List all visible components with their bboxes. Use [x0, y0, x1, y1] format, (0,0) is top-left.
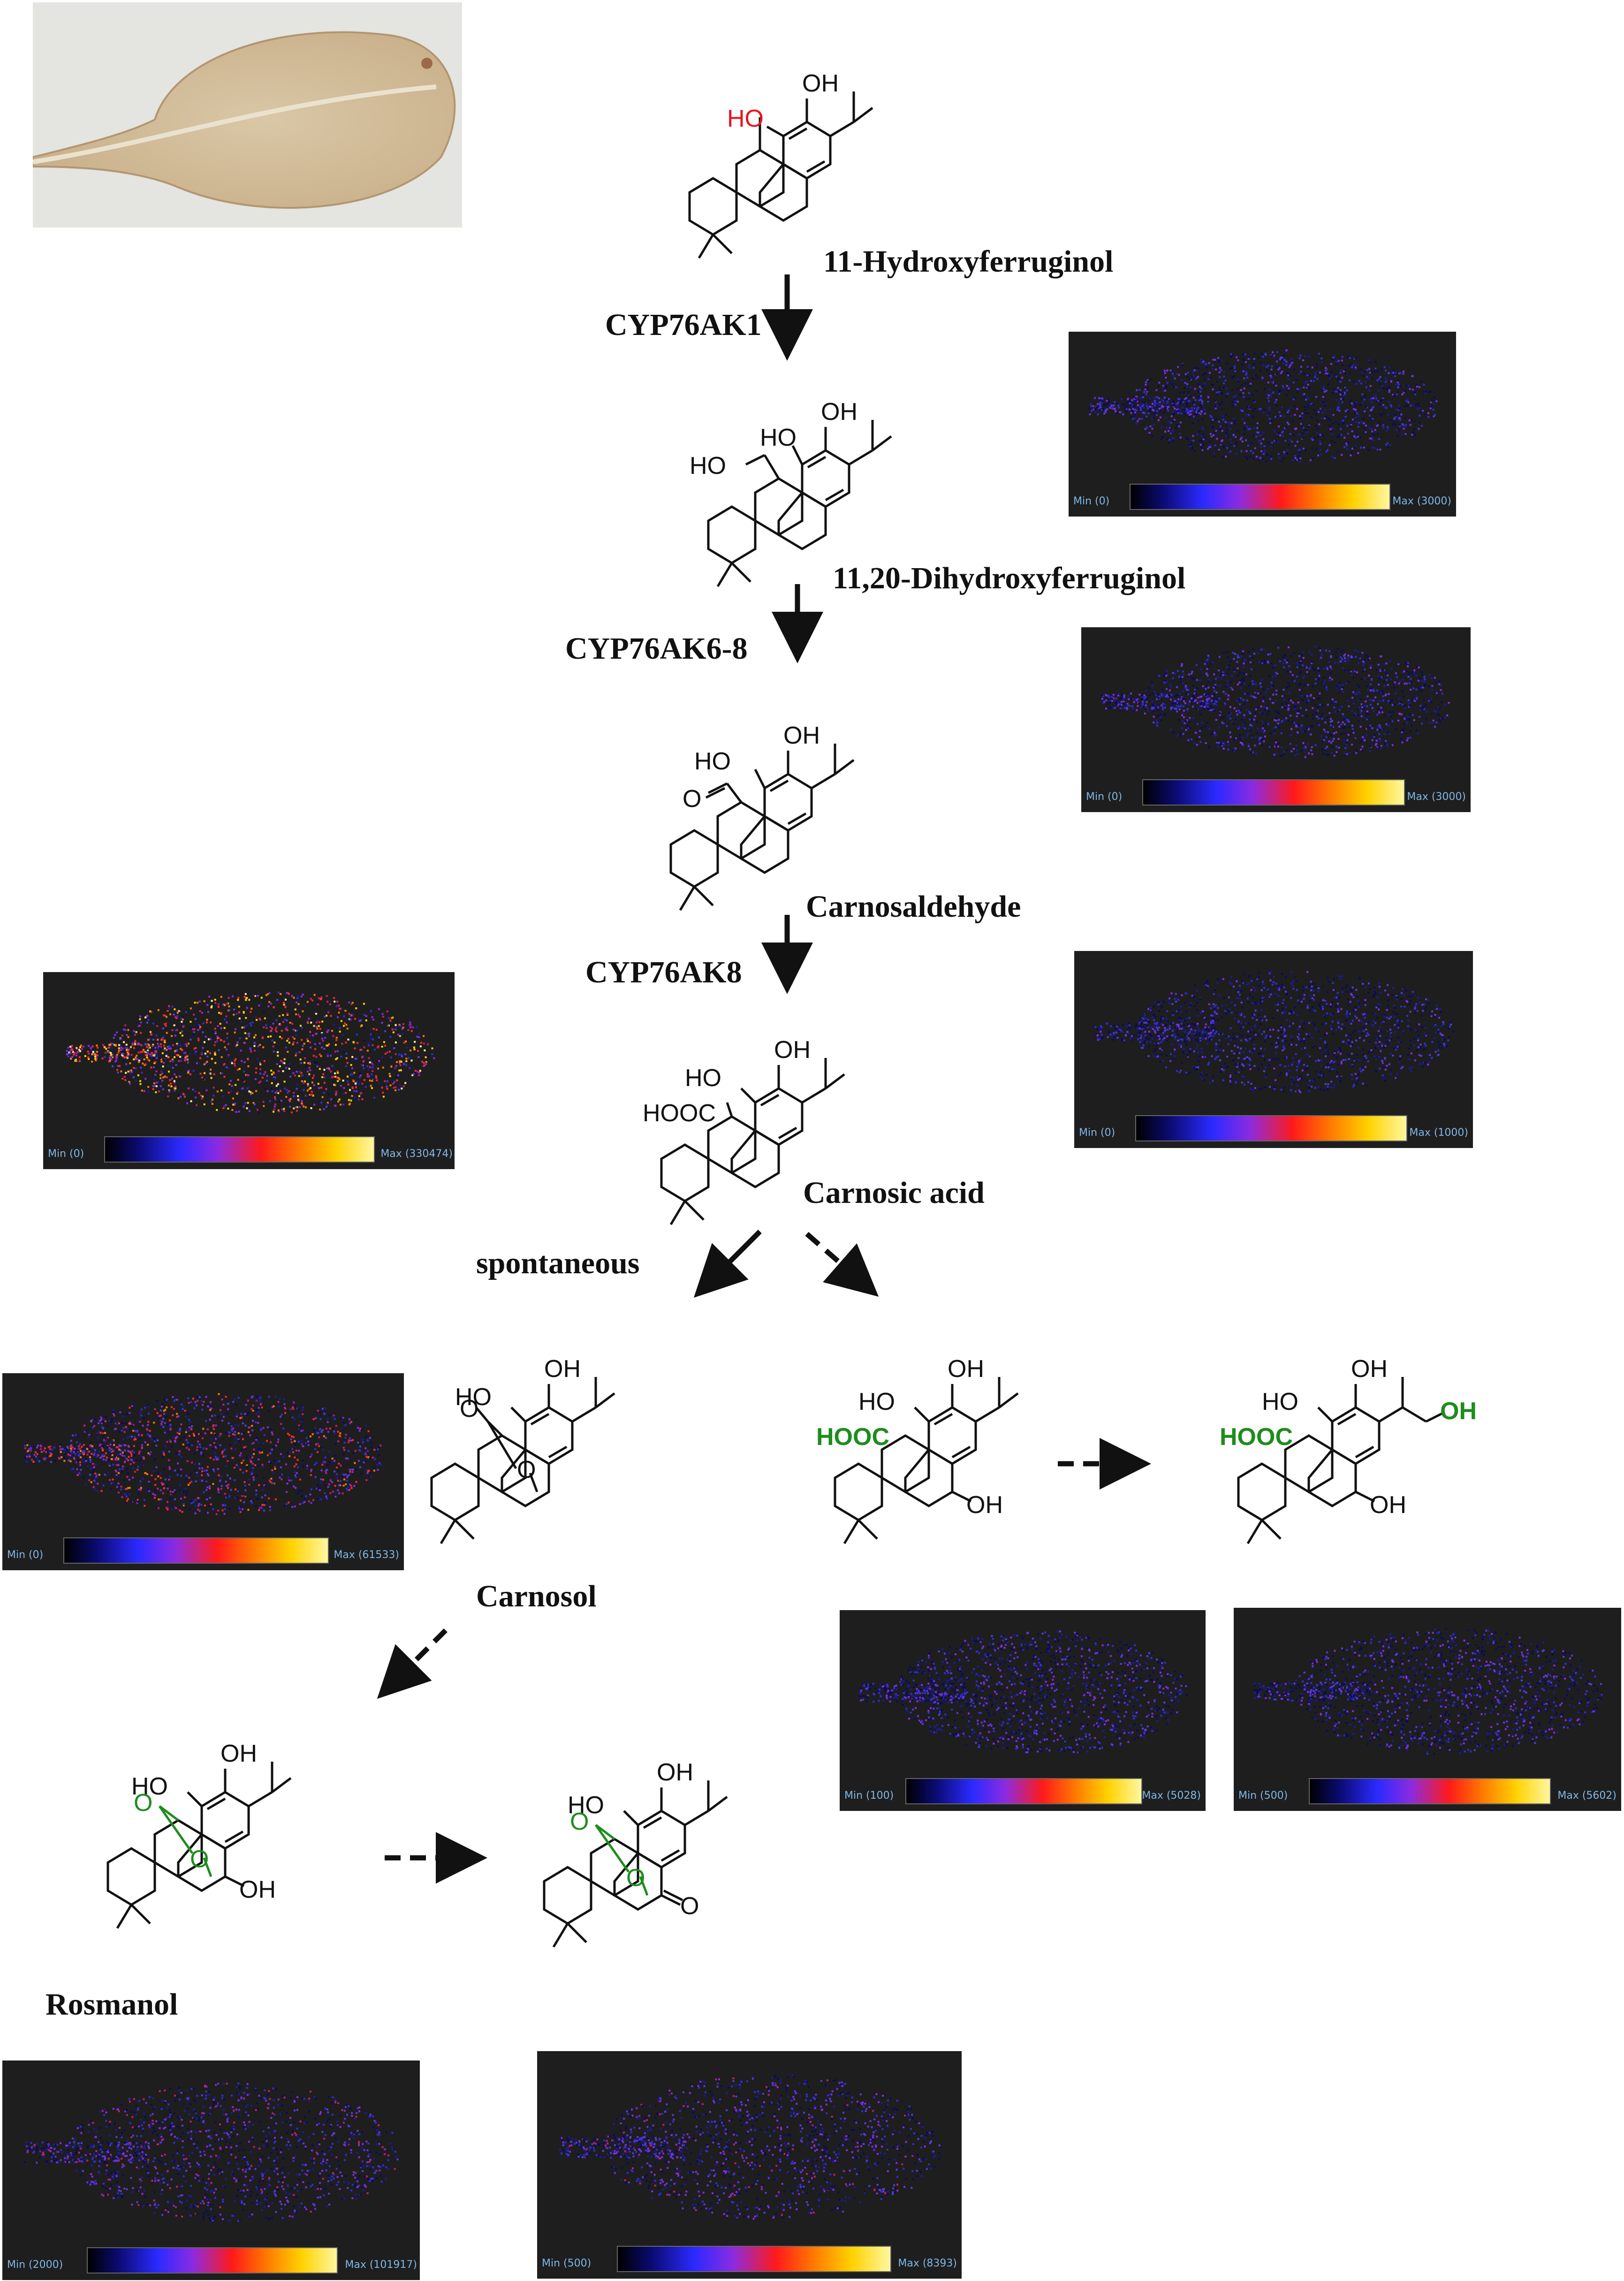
svg-text:OH: OH	[774, 1036, 811, 1064]
enzyme-label-cyp76ak1: CYP76AK1	[605, 308, 762, 342]
colorbar	[104, 1136, 375, 1163]
colorbar	[87, 2247, 338, 2273]
svg-text:O: O	[626, 1864, 645, 1892]
svg-text:OH: OH	[220, 1740, 257, 1767]
colorbar-min-label: Min (0)	[7, 1549, 44, 1561]
svg-text:OH: OH	[966, 1491, 1003, 1519]
structure-carnosic-acid: OH HO HOOC	[643, 1036, 845, 1225]
colorbar-max-label: Max (1000)	[1409, 1127, 1468, 1139]
leaf-photo	[32, 2, 462, 228]
enzyme-label-cyp76ak8: CYP76AK8	[585, 955, 742, 989]
svg-text:OH: OH	[802, 70, 839, 97]
svg-text:O: O	[683, 785, 701, 813]
msi-image-carnosaldehyde: Min (0) Max (1000)	[1074, 951, 1473, 1148]
colorbar-max-label: Max (3000)	[1407, 791, 1466, 803]
svg-text:HO: HO	[727, 105, 764, 132]
colorbar-max-label: Max (101917)	[345, 2259, 417, 2271]
colorbar-max-label: Max (330474)	[380, 1148, 453, 1160]
colorbar-max-label: Max (3000)	[1392, 495, 1451, 507]
msi-image-rosmanol-ketone: Min (500) Max (8393)	[537, 2051, 962, 2279]
svg-text:HOOC: HOOC	[643, 1100, 716, 1127]
svg-text:O: O	[680, 1893, 699, 1920]
colorbar-max-label: Max (5602)	[1557, 1790, 1616, 1802]
msi-image-carnosol: Min (0) Max (61533)	[2, 1373, 404, 1570]
svg-text:O: O	[460, 1395, 478, 1422]
svg-text:HO: HO	[568, 1792, 604, 1819]
colorbar-min-label: Min (2000)	[7, 2259, 63, 2271]
svg-text:HOOC: HOOC	[1220, 1423, 1293, 1451]
svg-text:OH: OH	[948, 1355, 984, 1383]
msi-image-11-hydroxyferruginol: Min (0) Max (3000)	[1069, 332, 1456, 517]
svg-text:O: O	[190, 1846, 209, 1873]
msi-image-carnosic-acid: Min (0) Max (330474)	[43, 972, 455, 1169]
structure-11-20-dihydroxyferruginol: OH HO HO	[690, 398, 892, 587]
msi-image-7-hydroxy-carnosic-acid: Min (100) Max (5028)	[840, 1610, 1206, 1811]
structure-7-hydroxy-carnosic-acid: OH HO HOOC OH	[816, 1355, 1019, 1544]
label-spontaneous: spontaneous	[476, 1246, 640, 1280]
msi-image-rosmanol: Min (2000) Max (101917)	[2, 2061, 420, 2280]
svg-text:OH: OH	[783, 722, 820, 749]
structure-dihydroxy-carnosic-acid: OH HO HOOC OH OH	[1220, 1355, 1477, 1544]
svg-text:HO: HO	[690, 452, 726, 479]
compound-label-11-hydroxyferruginol: 11-Hydroxyferruginol	[823, 244, 1114, 279]
colorbar-min-label: Min (0)	[1079, 1127, 1116, 1139]
colorbar-max-label: Max (5028)	[1142, 1790, 1201, 1802]
leaf-photo-icon	[32, 31, 456, 209]
svg-text:OH: OH	[544, 1355, 581, 1383]
svg-text:OH: OH	[239, 1876, 276, 1903]
colorbar-min-label: Min (0)	[48, 1148, 84, 1160]
colorbar-min-label: Min (0)	[1073, 495, 1110, 507]
svg-text:HO: HO	[694, 748, 731, 775]
compound-label-carnosaldehyde: Carnosaldehyde	[806, 890, 1021, 924]
svg-text:HO: HO	[1262, 1388, 1298, 1415]
compound-label-11-20-dihydroxyferruginol: 11,20-Dihydroxyferruginol	[833, 561, 1186, 595]
colorbar-min-label: Min (500)	[542, 2258, 592, 2269]
svg-text:HOOC: HOOC	[816, 1423, 889, 1451]
colorbar	[905, 1778, 1142, 1804]
svg-text:HO: HO	[760, 424, 797, 451]
svg-text:HO: HO	[858, 1388, 895, 1415]
compound-label-carnosic-acid: Carnosic acid	[803, 1176, 985, 1210]
structure-rosmanol: OH HO O O OH	[106, 1740, 292, 1929]
structure-carnosaldehyde: OH HO O	[669, 722, 855, 911]
colorbar	[1142, 779, 1405, 806]
svg-text:OH: OH	[821, 398, 858, 426]
colorbar	[617, 2246, 891, 2272]
colorbar	[63, 1537, 329, 1564]
structure-rosmanol-ketone: OH HO O O O	[543, 1759, 728, 1948]
structure-11-hydroxyferruginol: OH HO	[688, 70, 873, 259]
colorbar	[1130, 484, 1390, 510]
colorbar-max-label: Max (61533)	[334, 1549, 399, 1561]
colorbar-min-label: Min (500)	[1238, 1790, 1288, 1802]
svg-text:HO: HO	[685, 1064, 721, 1092]
svg-text:OH: OH	[1440, 1398, 1477, 1425]
svg-text:O: O	[570, 1808, 589, 1835]
svg-text:HO: HO	[131, 1773, 168, 1800]
arrow-dashed-carnosic-oxidation	[805, 1232, 879, 1297]
msi-image-11-20-dihydroxyferruginol: Min (0) Max (3000)	[1081, 627, 1471, 812]
msi-image-dihydroxy-carnosic-acid: Min (500) Max (5602)	[1234, 1608, 1621, 1811]
svg-text:OH: OH	[657, 1759, 693, 1786]
colorbar-min-label: Min (100)	[844, 1790, 894, 1802]
svg-text:O: O	[517, 1456, 536, 1483]
compound-label-carnosol: Carnosol	[476, 1579, 597, 1613]
svg-text:O: O	[134, 1789, 152, 1817]
colorbar-min-label: Min (0)	[1086, 791, 1123, 803]
arrow-dashed-carnosol-to-rosmanol	[377, 1628, 448, 1699]
svg-text:OH: OH	[1370, 1491, 1406, 1519]
structure-carnosol: OH HO O O	[430, 1355, 615, 1544]
svg-text:HO: HO	[455, 1384, 492, 1411]
colorbar	[1309, 1778, 1551, 1804]
colorbar	[1135, 1115, 1407, 1141]
svg-text:OH: OH	[1351, 1355, 1388, 1383]
arrow-spontaneous	[693, 1230, 762, 1298]
enzyme-label-cyp76ak6-8: CYP76AK6-8	[565, 631, 748, 666]
colorbar-max-label: Max (8393)	[898, 2258, 957, 2269]
compound-label-rosmanol: Rosmanol	[46, 1987, 178, 2022]
